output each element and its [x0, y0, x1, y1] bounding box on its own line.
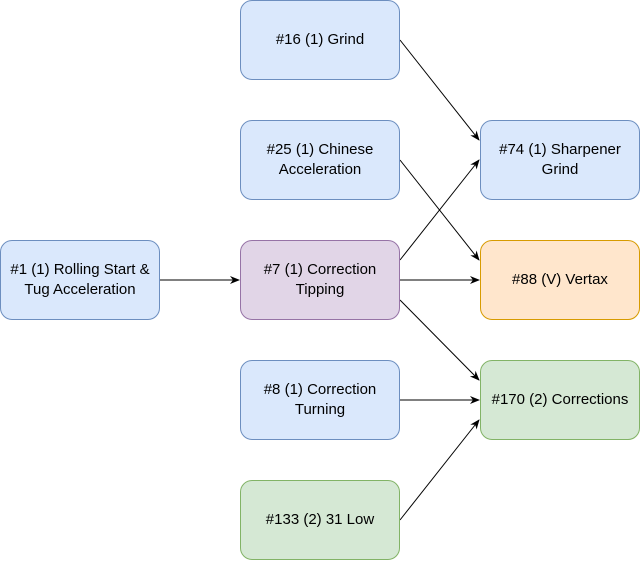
node-label: #8 (1) Correction Turning	[263, 381, 377, 418]
node-label: #16 (1) Grind	[275, 31, 365, 48]
edge-n7-to-n170	[399, 299, 480, 381]
node-n1[interactable]: #1 (1) Rolling Start & Tug Acceleration	[0, 240, 160, 320]
node-label: #74 (1) Sharpener Grind	[499, 141, 621, 178]
node-n170[interactable]: #170 (2) Corrections	[480, 360, 640, 440]
node-label: #170 (2) Corrections	[491, 391, 629, 408]
node-n7[interactable]: #7 (1) Correction Tipping	[240, 240, 400, 320]
edge-n16-to-n74	[399, 39, 480, 141]
node-n133[interactable]: #133 (2) 31 Low	[240, 480, 400, 560]
node-n88[interactable]: #88 (V) Vertax	[480, 240, 640, 320]
node-label: #7 (1) Correction Tipping	[263, 261, 377, 298]
node-label: #88 (V) Vertax	[512, 271, 608, 288]
node-n25[interactable]: #25 (1) Chinese Acceleration	[240, 120, 400, 200]
edge-n7-to-n74	[399, 159, 480, 261]
node-label: #25 (1) Chinese Acceleration	[266, 141, 374, 178]
node-n74[interactable]: #74 (1) Sharpener Grind	[480, 120, 640, 200]
node-n8[interactable]: #8 (1) Correction Turning	[240, 360, 400, 440]
node-n16[interactable]: #16 (1) Grind	[240, 0, 400, 80]
node-label: #1 (1) Rolling Start & Tug Acceleration	[10, 261, 150, 298]
node-label: #133 (2) 31 Low	[265, 511, 375, 528]
edge-n133-to-n170	[399, 419, 480, 521]
